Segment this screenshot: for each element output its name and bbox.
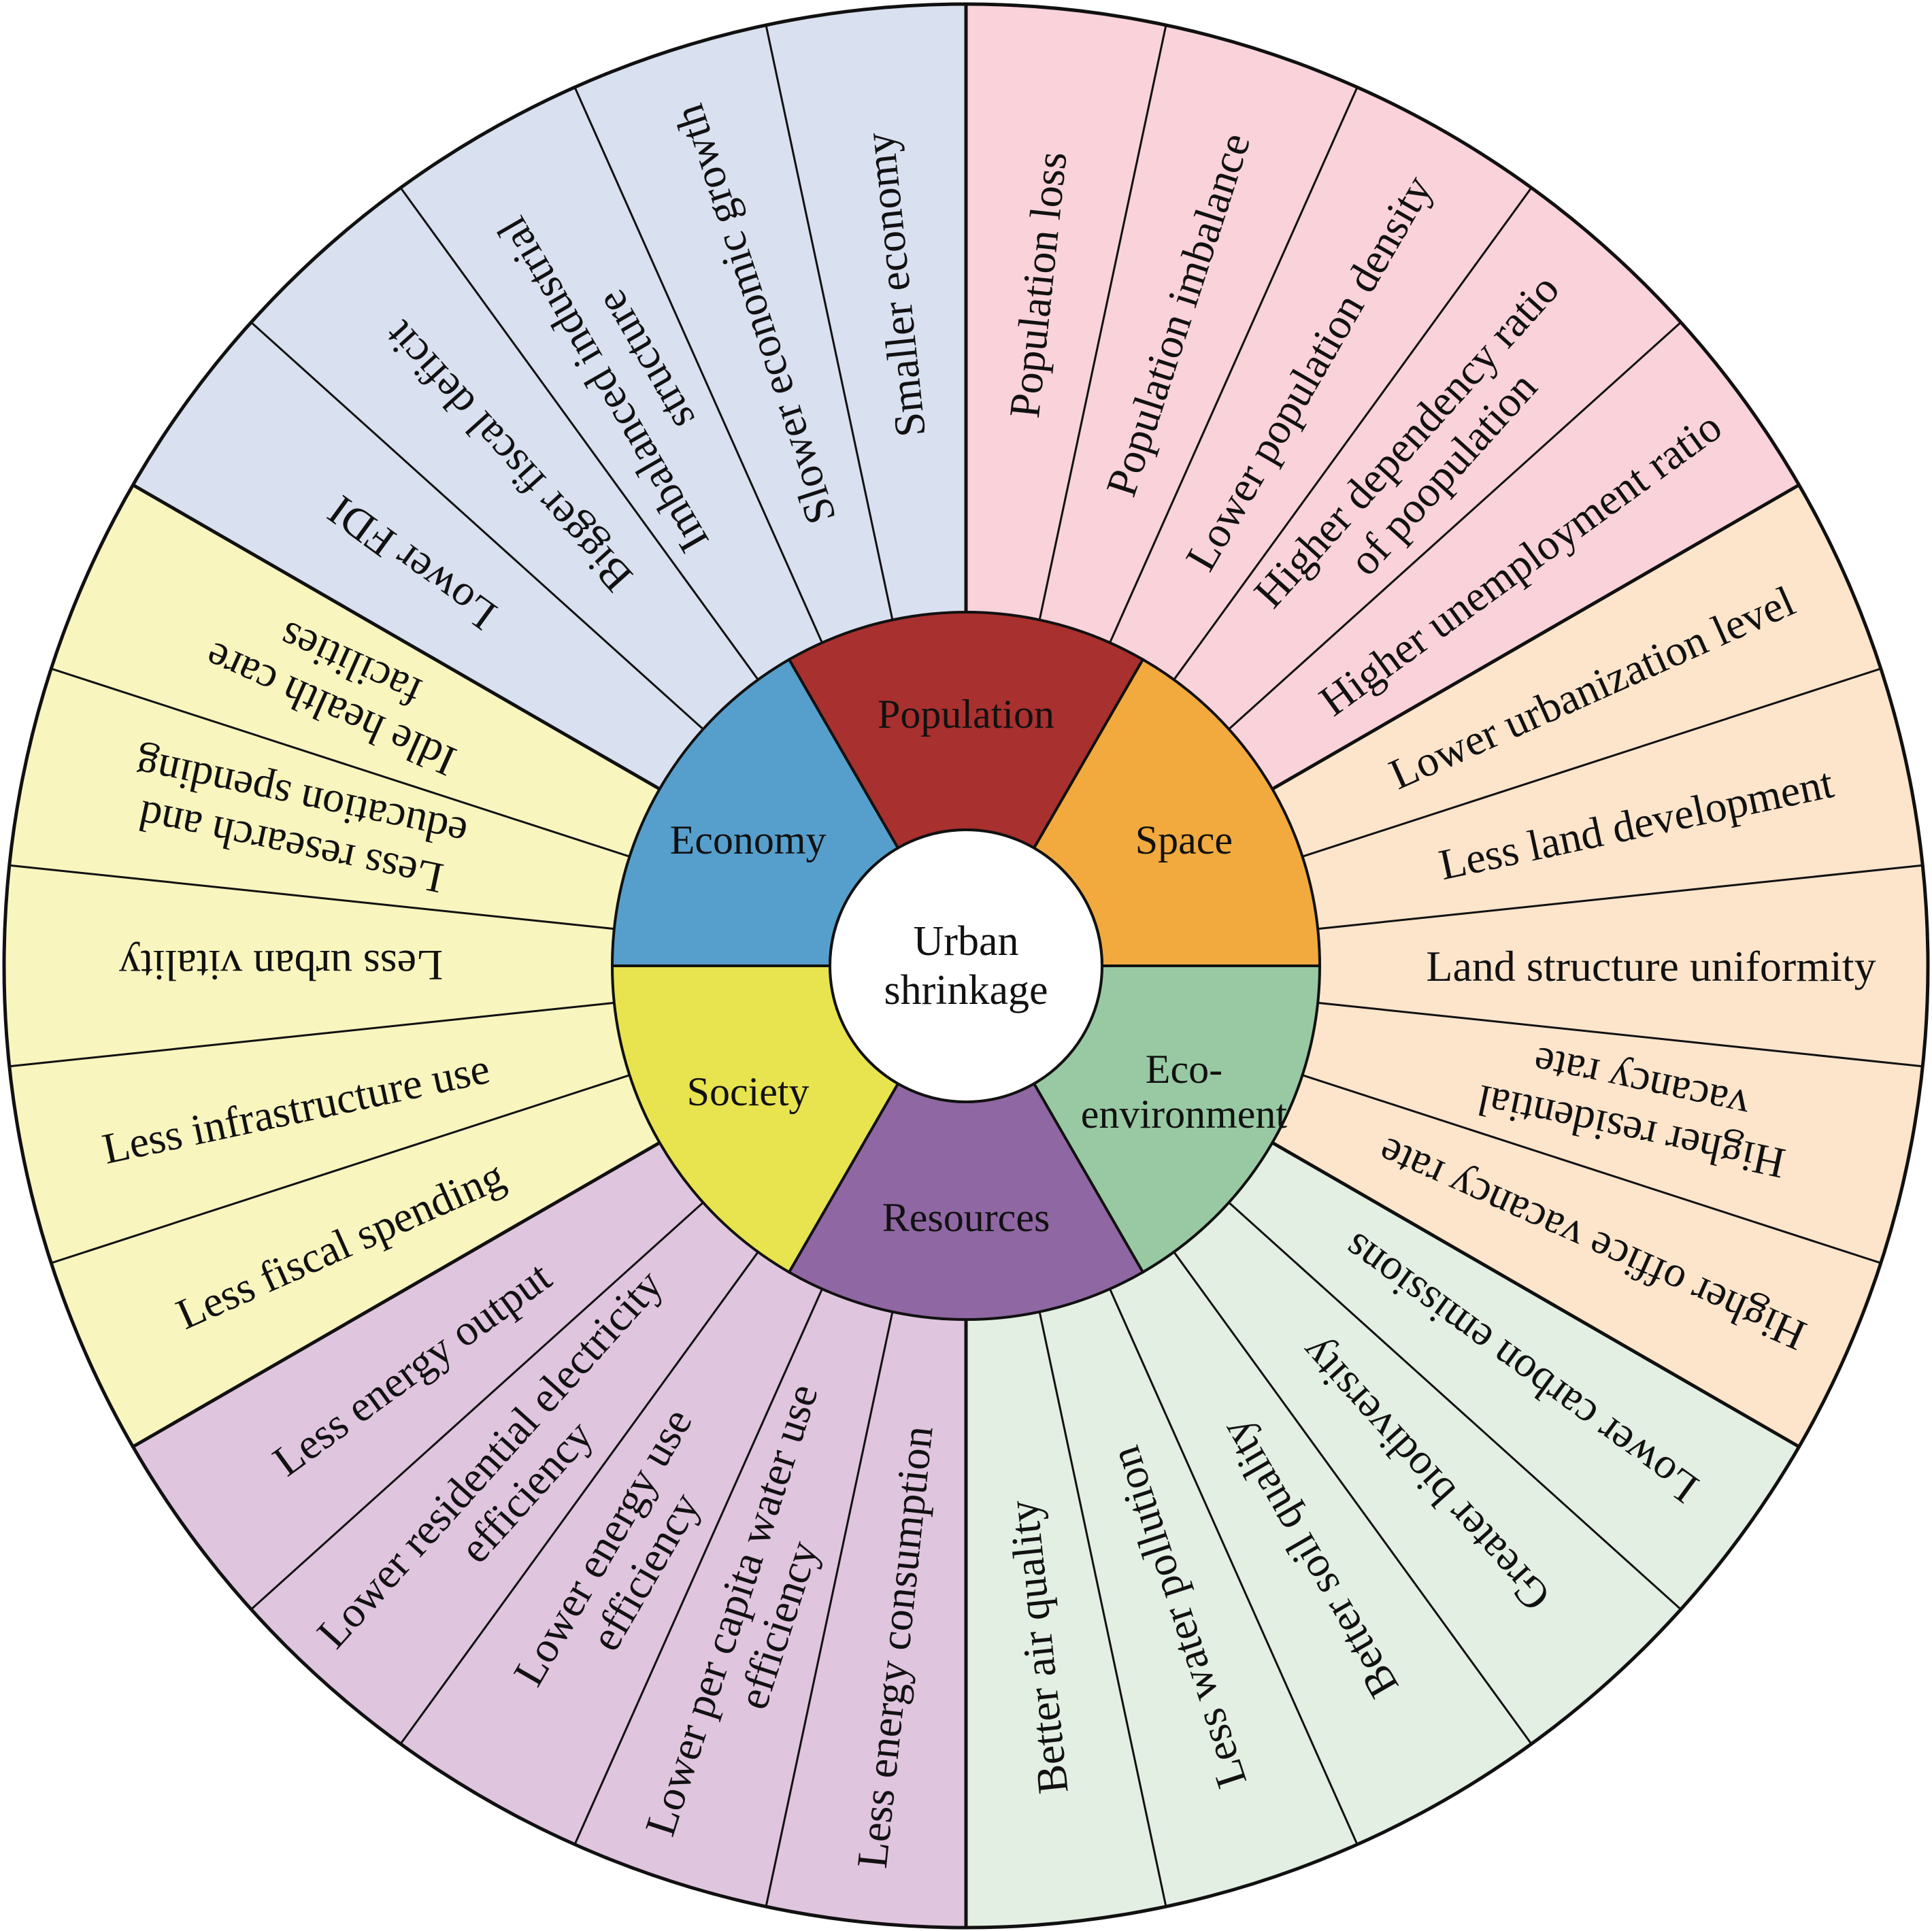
item-divider-line bbox=[50, 667, 630, 858]
outer-sector bbox=[1229, 1143, 1799, 1610]
label-line: Land structure uniformity bbox=[1426, 942, 1876, 990]
outer-item-label: Less urban vitality bbox=[119, 942, 443, 990]
outer-sector bbox=[400, 1252, 822, 1845]
item-divider-line bbox=[50, 1074, 630, 1264]
item-divider-line bbox=[1173, 1251, 1533, 1745]
item-divider-line bbox=[765, 24, 894, 620]
item-divider-line bbox=[1038, 1311, 1167, 1907]
item-divider-line bbox=[250, 321, 704, 731]
outer-sector bbox=[9, 669, 630, 929]
category-boundary-line bbox=[132, 483, 661, 791]
item-divider-line bbox=[1317, 1001, 1923, 1068]
outer-sector bbox=[1173, 1202, 1681, 1744]
category-label: Resources bbox=[882, 1195, 1050, 1240]
item-divider-line bbox=[573, 1288, 823, 1845]
outer-sector bbox=[1272, 1075, 1881, 1447]
label-line: Less urban vitality bbox=[119, 942, 443, 990]
label-line: Eco- bbox=[1146, 1047, 1222, 1092]
outer-sector bbox=[766, 4, 966, 620]
outer-sector bbox=[1302, 1003, 1923, 1263]
item-divider-line bbox=[399, 187, 759, 681]
outer-sector bbox=[1272, 485, 1881, 857]
category-label: Space bbox=[1135, 818, 1233, 862]
item-divider-line bbox=[1302, 1074, 1882, 1264]
item-divider-line bbox=[250, 1201, 704, 1611]
label-line: shrinkage bbox=[884, 967, 1048, 1013]
inner-sectors bbox=[610, 611, 1322, 1321]
item-divider-line bbox=[1228, 1201, 1682, 1611]
label-line: Population bbox=[878, 692, 1054, 737]
outer-item-label: Land structure uniformity bbox=[1426, 942, 1876, 990]
outer-sector bbox=[766, 1311, 966, 1928]
category-label: Eco-environment bbox=[1081, 1047, 1288, 1137]
outer-sector bbox=[966, 4, 1166, 620]
item-divider-line bbox=[1173, 187, 1533, 681]
outer-sector bbox=[574, 24, 893, 643]
outer-sector bbox=[1229, 322, 1799, 789]
label-line: environment bbox=[1081, 1092, 1288, 1137]
outer-sector bbox=[1173, 188, 1681, 730]
item-divider-line bbox=[1302, 667, 1882, 858]
category-label: Society bbox=[687, 1069, 810, 1114]
outer-sector bbox=[51, 485, 660, 857]
item-divider-line bbox=[1317, 864, 1923, 930]
outer-sector bbox=[1318, 865, 1928, 1067]
item-divider-line bbox=[1228, 321, 1682, 731]
outer-dividers bbox=[9, 4, 1923, 1928]
center-disc bbox=[829, 828, 1103, 1103]
outer-sectors bbox=[3, 4, 1928, 1928]
item-divider-line bbox=[1109, 1288, 1359, 1845]
outer-sector bbox=[1039, 1289, 1358, 1907]
outer-sector bbox=[1110, 1252, 1532, 1845]
category-label: Population bbox=[878, 692, 1054, 737]
item-divider-line bbox=[399, 1251, 759, 1745]
item-divider-line bbox=[765, 1311, 894, 1907]
outer-sector bbox=[51, 1075, 660, 1447]
outer-sector bbox=[133, 322, 703, 789]
outer-sector bbox=[1302, 669, 1923, 929]
item-divider-line bbox=[9, 1001, 615, 1068]
outer-sector bbox=[400, 87, 822, 680]
label-line: Urban bbox=[914, 918, 1019, 964]
item-divider-line bbox=[9, 864, 615, 930]
label-line: Resources bbox=[882, 1195, 1050, 1240]
label-line: Space bbox=[1135, 818, 1233, 862]
outer-sector bbox=[1039, 24, 1358, 643]
category-label: Economy bbox=[670, 818, 827, 862]
outer-sector bbox=[3, 865, 614, 1067]
outer-sector bbox=[966, 1311, 1166, 1928]
outer-sector bbox=[1110, 87, 1532, 680]
outer-sector bbox=[574, 1289, 893, 1907]
label-line: Society bbox=[687, 1069, 810, 1114]
category-boundary-line bbox=[132, 1141, 661, 1449]
item-divider-line bbox=[573, 86, 823, 643]
outer-sector bbox=[9, 1003, 630, 1263]
outer-sector bbox=[251, 188, 759, 730]
category-boundary-line bbox=[1271, 1141, 1800, 1449]
outer-sector bbox=[251, 1202, 759, 1744]
category-boundary-line bbox=[1271, 483, 1800, 791]
item-divider-line bbox=[1109, 86, 1359, 643]
label-line: Economy bbox=[670, 818, 827, 862]
item-divider-line bbox=[1038, 24, 1167, 620]
outer-sector bbox=[133, 1143, 703, 1610]
